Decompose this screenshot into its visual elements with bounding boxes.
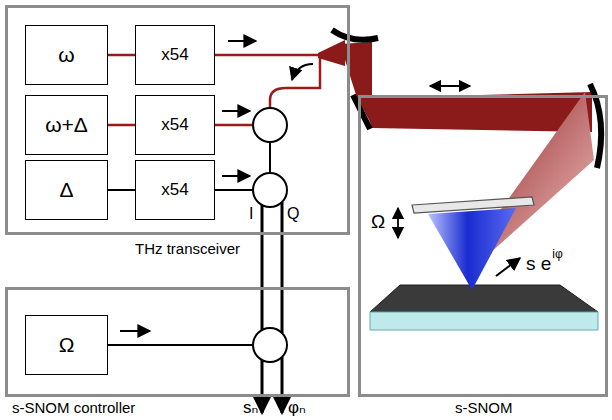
curved-mirror	[332, 30, 378, 40]
signal-wire	[108, 124, 135, 127]
process-box: x54	[135, 25, 215, 85]
sample	[370, 312, 598, 330]
process-box: x54	[135, 160, 215, 220]
flow-arrow	[222, 175, 250, 177]
process-box: Ω	[25, 315, 108, 375]
heading-holder: s-SNOM controller	[12, 399, 135, 417]
signal-wire	[108, 54, 135, 57]
mixer	[253, 108, 287, 142]
heading-holder: s-SNOM	[455, 399, 513, 417]
group-heading: s-SNOM controller	[12, 399, 135, 416]
thz-beam	[318, 40, 345, 66]
process-box: Δ	[25, 160, 108, 220]
heading-holder: THz transceiver	[135, 240, 240, 258]
signal-name: I	[249, 205, 253, 223]
signal-wire	[108, 189, 135, 191]
output-arrow	[261, 360, 264, 413]
box-label: x54	[161, 46, 188, 65]
flow-arrow	[228, 40, 256, 42]
mixer	[253, 173, 287, 207]
i-wire	[261, 205, 264, 330]
process-box: ω	[25, 25, 108, 85]
box-label: x54	[161, 181, 188, 200]
oscillation-arrow	[397, 208, 399, 238]
box-label: ω+Δ	[45, 113, 88, 136]
signal-name: Q	[287, 205, 299, 223]
output-name: φₙ	[288, 399, 306, 418]
sample	[370, 285, 598, 312]
lo-branch	[270, 55, 320, 108]
wire	[215, 189, 253, 191]
process-box: x54	[135, 95, 215, 155]
wire	[269, 142, 271, 173]
output-arrow	[281, 357, 284, 413]
cantilever	[412, 197, 534, 213]
thz-beam	[362, 92, 592, 132]
signal-label: s e	[526, 254, 551, 275]
thz-line	[215, 54, 322, 57]
group-box: THz transceiverωx54ω+Δx54Δx54	[5, 5, 350, 235]
group-box: s-SNOM	[358, 95, 608, 397]
wire	[108, 344, 253, 346]
flow-arrow	[120, 330, 150, 332]
group-heading: s-SNOM	[455, 399, 513, 416]
mixer	[253, 328, 287, 362]
frequency-label: Ω	[371, 212, 385, 233]
scatter-arrow	[496, 258, 520, 276]
wire	[215, 124, 253, 127]
box-label: x54	[161, 116, 188, 135]
process-box: ω+Δ	[25, 95, 108, 155]
flow-arrow	[292, 64, 313, 80]
flat-mirror	[353, 95, 370, 129]
output-name: sₙ	[243, 399, 258, 418]
flow-arrow	[222, 110, 250, 112]
exponent-label: iφ	[552, 248, 562, 261]
group-box: s-SNOM controllerΩ	[5, 287, 350, 397]
box-label: Δ	[59, 178, 73, 201]
tip	[428, 208, 516, 290]
box-label: Ω	[59, 333, 75, 356]
q-wire	[281, 202, 284, 333]
box-label: ω	[58, 43, 74, 66]
group-heading: THz transceiver	[135, 240, 240, 257]
scan-arrow	[430, 85, 470, 87]
